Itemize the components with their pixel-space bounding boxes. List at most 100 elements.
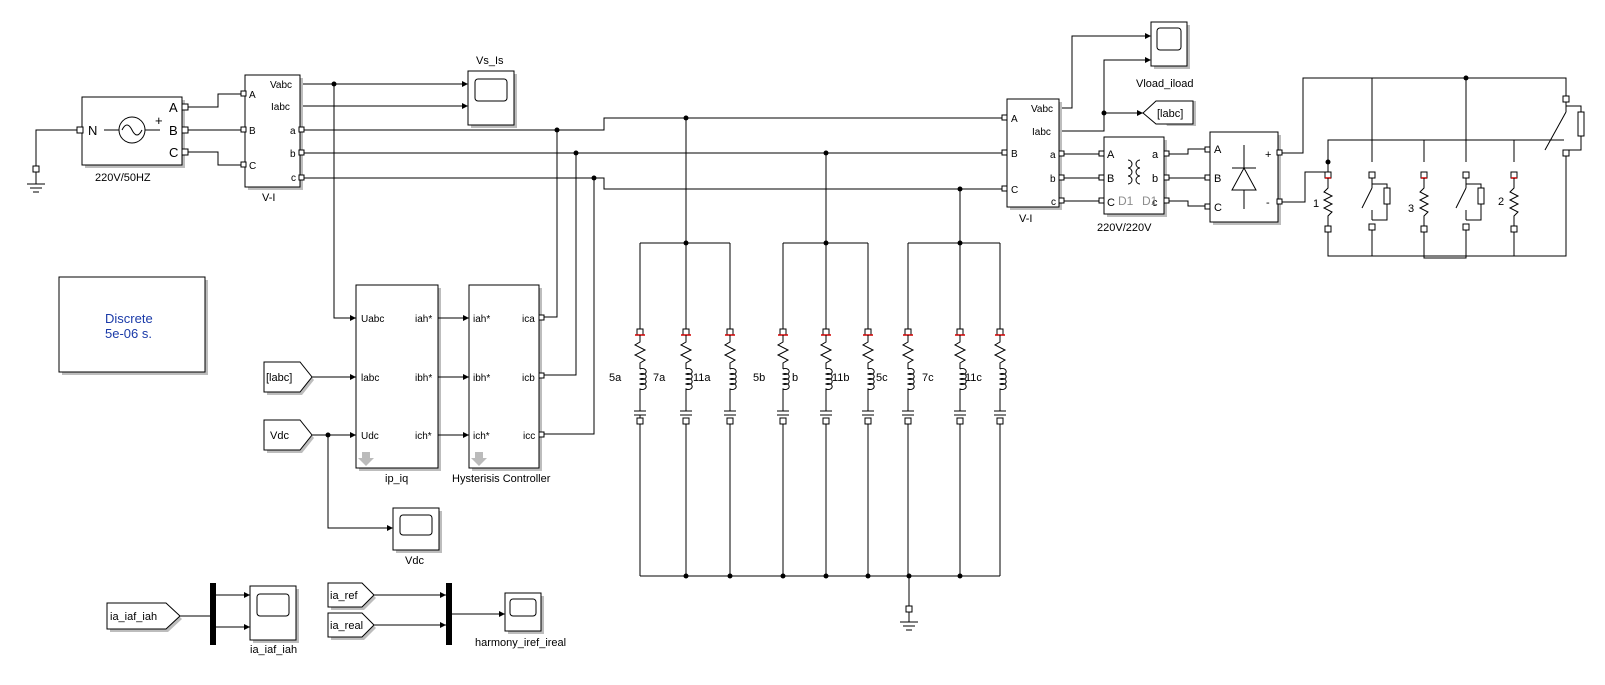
svg-text:ia_real: ia_real xyxy=(330,620,363,632)
svg-text:11a: 11a xyxy=(693,372,711,384)
svg-text:b: b xyxy=(792,372,798,384)
transformer-label: 220V/220V xyxy=(1097,222,1152,234)
filter-labels: 5a 7a 11a 5b b 11b 5c 7c 11c xyxy=(609,372,982,384)
ground-filter-icon xyxy=(900,605,918,631)
three-phase-source[interactable]: + N A B C xyxy=(76,96,189,168)
filter-branch-11a[interactable] xyxy=(723,328,737,576)
svg-text:ia_ref: ia_ref xyxy=(330,590,358,602)
svg-text:a: a xyxy=(1050,150,1056,161)
svg-text:2: 2 xyxy=(1498,196,1504,208)
hysteresis-label: Hysterisis Controller xyxy=(452,473,551,485)
mux-bar-2 xyxy=(446,583,452,645)
scope-vdc[interactable] xyxy=(387,507,442,553)
svg-text:ich*: ich* xyxy=(415,431,432,442)
svg-text:7c: 7c xyxy=(922,372,934,384)
from-ia-ref[interactable]: ia_ref xyxy=(327,582,376,610)
svg-text:A: A xyxy=(1107,149,1115,161)
junction-dots xyxy=(325,75,1469,438)
svg-text:c: c xyxy=(291,173,296,184)
svg-text:Vabc: Vabc xyxy=(1031,104,1053,115)
svg-text:B: B xyxy=(1107,173,1114,185)
svg-text:Vdc: Vdc xyxy=(270,430,289,442)
scope-vload-iload[interactable] xyxy=(1145,21,1190,69)
svg-text:labc: labc xyxy=(361,373,379,384)
svg-text:icc: icc xyxy=(523,431,535,442)
svg-text:D1: D1 xyxy=(1118,194,1134,208)
svg-text:ia_iaf_iah: ia_iaf_iah xyxy=(110,611,157,623)
svg-text:7a: 7a xyxy=(653,372,666,384)
load-labels: 1 3 2 xyxy=(1313,196,1504,215)
svg-text:[labc]: [labc] xyxy=(1157,108,1183,120)
filter-branch-5c[interactable] xyxy=(901,328,915,576)
scope-vload-label: Vload_iload xyxy=(1136,78,1194,90)
powergui-block[interactable]: Discrete 5e-06 s. xyxy=(58,276,208,375)
svg-text:C: C xyxy=(1011,185,1018,196)
mux-bar-1 xyxy=(210,583,216,645)
svg-text:c: c xyxy=(1152,197,1158,209)
svg-text:[labc]: [labc] xyxy=(266,372,292,384)
filter-branch-7c[interactable] xyxy=(953,328,967,576)
svg-text:A: A xyxy=(1214,144,1222,156)
goto-labc[interactable]: [labc] xyxy=(1137,100,1196,126)
filter-branch-5b[interactable] xyxy=(776,328,790,576)
dc-loads xyxy=(1322,95,1585,233)
filter-branch-7a[interactable] xyxy=(679,328,693,576)
svg-text:1: 1 xyxy=(1313,198,1319,210)
svg-text:5c: 5c xyxy=(876,372,888,384)
svg-text:11b: 11b xyxy=(832,372,850,384)
scope-ia[interactable] xyxy=(249,585,299,643)
scope-vdc-label: Vdc xyxy=(405,555,424,567)
filter-branch-b[interactable] xyxy=(819,328,833,576)
filter-branch-11b[interactable] xyxy=(861,328,875,576)
ip-iq-block[interactable]: Uabc labc Udc iah* ibh* ich* xyxy=(355,284,441,471)
svg-text:ibh*: ibh* xyxy=(473,373,490,384)
from-labc[interactable]: [labc] xyxy=(263,361,356,395)
scope-harmony[interactable] xyxy=(504,592,544,634)
diode-rectifier[interactable]: A B C + - xyxy=(1204,131,1283,225)
transformer-220v[interactable]: A B C a b c D1 D1 xyxy=(1098,136,1170,217)
powergui-line1: Discrete xyxy=(105,311,153,326)
svg-text:iah*: iah* xyxy=(415,314,432,325)
svg-text:A: A xyxy=(249,90,256,101)
svg-text:A: A xyxy=(1011,114,1018,125)
svg-text:Uabc: Uabc xyxy=(361,314,384,325)
source-n-label: N xyxy=(88,123,97,138)
from-ia-iaf-iah[interactable]: ia_iaf_iah xyxy=(106,602,182,632)
source-c-label: C xyxy=(169,145,178,160)
svg-text:Iabc: Iabc xyxy=(271,102,290,113)
svg-text:a: a xyxy=(290,126,296,137)
vi-measurement-2[interactable]: A B C Vabc Iabc a b c xyxy=(1001,98,1065,210)
svg-text:11c: 11c xyxy=(965,372,982,384)
svg-text:D1: D1 xyxy=(1142,194,1158,208)
vi2-label: V-I xyxy=(1019,213,1032,225)
svg-text:B: B xyxy=(249,126,256,137)
svg-text:icb: icb xyxy=(522,373,535,384)
filter-branch-5a[interactable] xyxy=(633,328,647,576)
svg-text:ica: ica xyxy=(522,314,535,325)
vi-measurement-1[interactable]: A B C Vabc Iabc a b c xyxy=(240,74,305,190)
ground-left-icon xyxy=(27,165,45,193)
svg-text:+: + xyxy=(1265,149,1271,161)
svg-text:b: b xyxy=(1050,174,1056,185)
svg-text:3: 3 xyxy=(1408,203,1414,215)
svg-text:-: - xyxy=(1266,197,1270,209)
source-a-label: A xyxy=(169,100,178,115)
source-b-label: B xyxy=(169,123,178,138)
scope-harmony-label: harmony_iref_ireal xyxy=(475,637,566,649)
filter-branch-11c[interactable] xyxy=(993,328,1007,576)
svg-text:iah*: iah* xyxy=(473,314,490,325)
ip-iq-label: ip_iq xyxy=(385,473,408,485)
svg-text:C: C xyxy=(249,161,256,172)
scope-vs-is[interactable] xyxy=(462,70,517,128)
hysteresis-controller[interactable]: iah* ibh* ich* ica icb icc xyxy=(468,284,545,471)
svg-text:c: c xyxy=(1051,197,1056,208)
svg-text:Iabc: Iabc xyxy=(1032,127,1051,138)
from-vdc[interactable]: Vdc xyxy=(263,419,356,453)
vi1-label: V-I xyxy=(262,192,275,204)
wires xyxy=(35,35,1567,529)
svg-text:C: C xyxy=(1214,202,1222,214)
from-ia-real[interactable]: ia_real xyxy=(327,612,376,640)
svg-text:Udc: Udc xyxy=(361,431,379,442)
svg-text:ich*: ich* xyxy=(473,431,490,442)
